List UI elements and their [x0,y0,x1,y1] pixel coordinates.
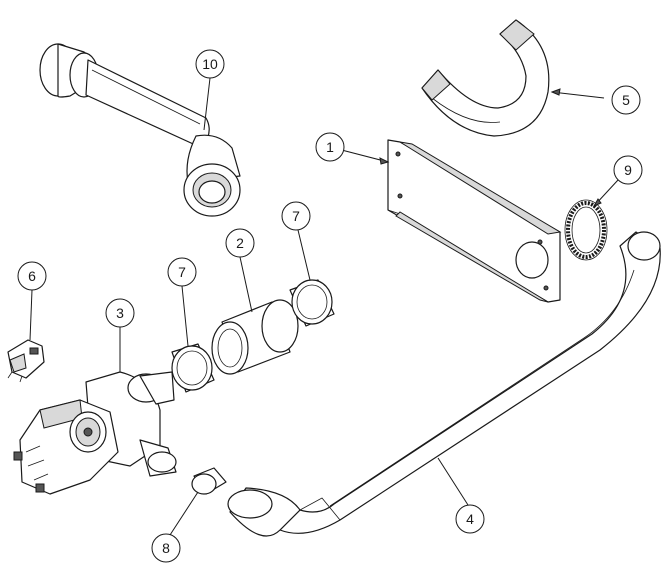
part-2-coupling [211,299,299,375]
callout-3: 3 [105,298,135,328]
callout-9: 9 [613,155,643,185]
callout-8-label: 8 [162,540,170,556]
part-9-clamp-ring [564,199,608,261]
leader-7a [181,285,189,347]
arrowhead-9 [592,198,602,208]
part-4-drain-hose [227,231,661,537]
callout-5-label: 5 [622,92,630,108]
part-10-hose [39,43,241,217]
leader-7b [297,229,311,281]
callout-4: 4 [455,504,485,534]
part-3-pump [13,371,177,495]
part-8-plug [191,467,227,495]
part-7-ring-left [171,343,215,393]
callout-2: 2 [225,228,255,258]
callout-6: 6 [17,261,47,291]
part-5-u-hose [421,19,550,137]
callout-10: 10 [195,49,225,79]
callout-7b: 7 [281,201,311,231]
leader-2 [239,256,253,313]
leader-4 [437,457,469,506]
callout-10-label: 10 [202,56,218,72]
arrowhead-1 [379,157,390,165]
leader-6 [29,289,33,341]
callout-6-label: 6 [28,268,36,284]
callout-2-label: 2 [236,235,244,251]
callout-7a-label: 7 [178,264,186,280]
callout-4-label: 4 [466,511,474,527]
leader-10 [203,77,211,131]
leader-5 [551,91,605,99]
callout-3-label: 3 [116,305,124,321]
leader-8 [169,491,199,536]
part-1-bracket [387,139,562,303]
part-7-ring-right [289,279,335,327]
callout-7b-label: 7 [292,208,300,224]
arrowhead-5 [550,88,561,96]
callout-9-label: 9 [624,162,632,178]
part-6-sensor [7,339,45,383]
callout-5: 5 [611,85,641,115]
callout-1-label: 1 [326,139,334,155]
callout-1: 1 [315,132,345,162]
callout-8: 8 [151,533,181,563]
callout-7a: 7 [167,257,197,287]
